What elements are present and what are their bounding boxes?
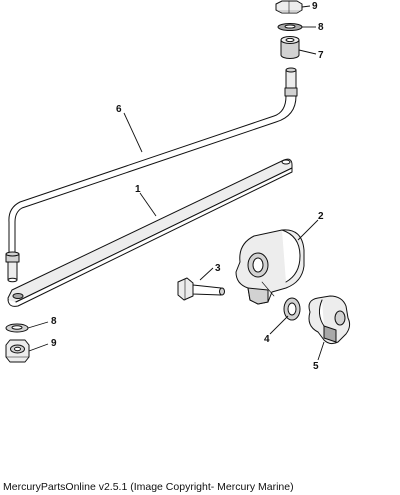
part-8-bottom-washer xyxy=(5,323,29,333)
callout-8-bottom: 8 xyxy=(51,316,57,327)
part-3-hex-bolt xyxy=(177,277,225,301)
copyright-footer: MercuryPartsOnline v2.5.1 (Image Copyrig… xyxy=(3,481,294,493)
part-2-clamp-bracket xyxy=(235,229,305,305)
callout-9-top: 9 xyxy=(312,1,318,12)
callout-3: 3 xyxy=(215,263,221,274)
callout-9-bottom: 9 xyxy=(51,338,57,349)
part-7-bushing xyxy=(280,36,300,59)
part-9-top-nut xyxy=(275,0,303,14)
callout-1: 1 xyxy=(135,184,141,195)
part-4-washer xyxy=(283,297,301,321)
callout-5: 5 xyxy=(313,361,319,372)
part-6-bent-rod xyxy=(5,67,298,283)
leader-lines xyxy=(27,5,325,361)
callout-4: 4 xyxy=(264,334,270,345)
callout-8-top: 8 xyxy=(318,22,324,33)
callout-6: 6 xyxy=(116,104,122,115)
part-5-star-knob xyxy=(308,295,351,345)
part-1-link-bar xyxy=(7,158,293,307)
callout-2: 2 xyxy=(318,211,324,222)
part-9-bottom-nut xyxy=(5,339,30,363)
part-8-top-washer xyxy=(277,23,303,31)
callout-7: 7 xyxy=(318,50,324,61)
